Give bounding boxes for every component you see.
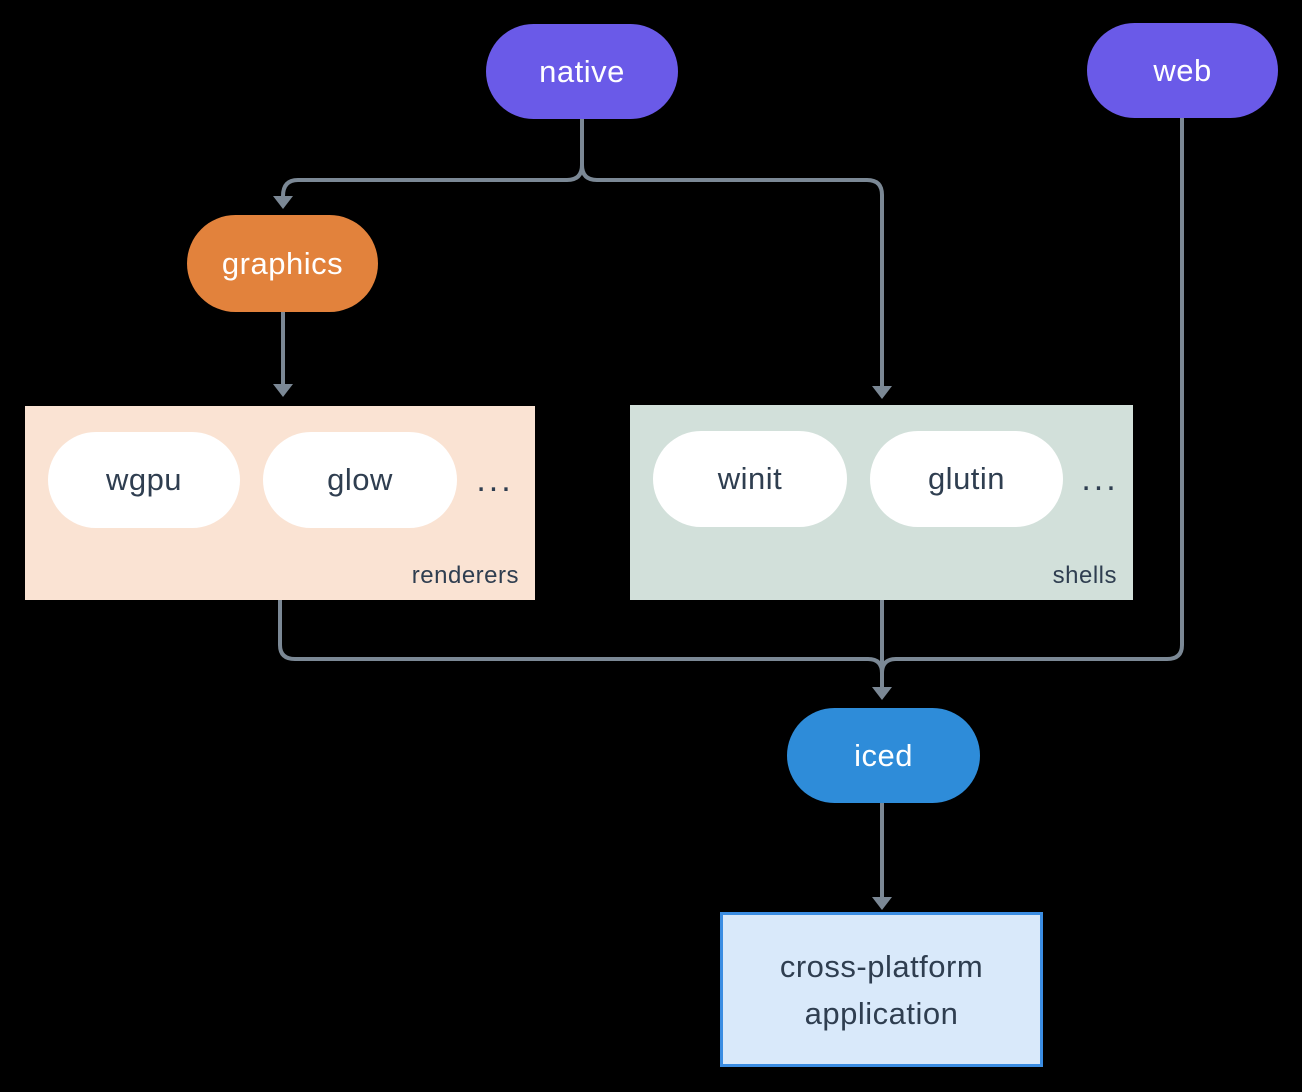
node-application-label-line2: application: [804, 995, 959, 1031]
arrowhead-application: [872, 897, 892, 910]
edge-native-to-shells: [580, 119, 884, 386]
shells-ellipsis: ...: [1081, 459, 1119, 498]
node-wgpu-label: wgpu: [105, 462, 183, 497]
node-glow: glow: [263, 432, 457, 528]
node-winit-label: winit: [717, 461, 783, 496]
node-native-label: native: [539, 53, 625, 89]
node-application-label-line1: cross-platform: [779, 948, 984, 984]
node-web-label: web: [1153, 52, 1212, 88]
arrowhead-graphics: [273, 196, 293, 209]
node-wgpu: wgpu: [48, 432, 240, 528]
arrowhead-shells: [872, 386, 892, 399]
node-graphics: graphics: [187, 215, 378, 312]
arrowhead-iced: [872, 687, 892, 700]
node-glutin: glutin: [870, 431, 1063, 527]
edge-renderers-to-iced: [278, 600, 884, 674]
node-glow-label: glow: [327, 462, 393, 497]
renderers-ellipsis: ...: [476, 460, 514, 499]
node-native: native: [486, 24, 678, 119]
shells-group-label: shells: [1052, 562, 1117, 589]
renderers-group-label: renderers: [411, 562, 519, 589]
edge-native-to-graphics: [281, 119, 584, 197]
node-web: web: [1087, 23, 1278, 118]
arrowhead-renderers: [273, 384, 293, 397]
renderers-group: wgpu glow ... renderers: [25, 406, 535, 600]
node-glutin-label: glutin: [927, 461, 1006, 496]
node-iced: iced: [787, 708, 980, 803]
node-winit: winit: [653, 431, 847, 527]
node-graphics-label: graphics: [221, 245, 344, 281]
node-application: cross-platform application: [720, 912, 1043, 1067]
shells-group: winit glutin ... shells: [630, 405, 1133, 600]
node-iced-label: iced: [854, 737, 913, 773]
